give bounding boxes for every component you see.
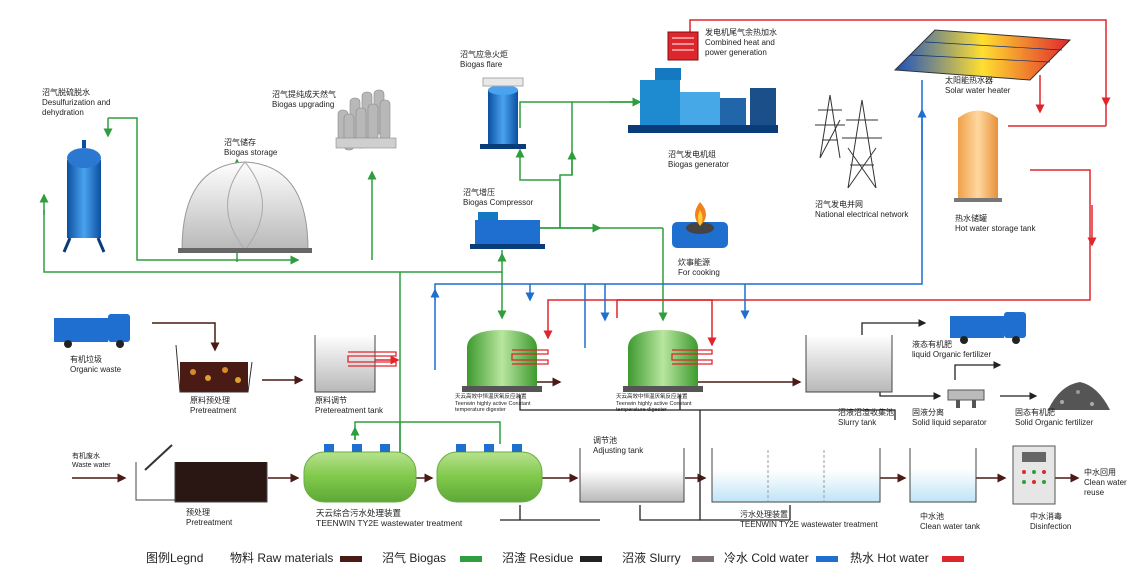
slurry-tank-icon <box>805 335 893 393</box>
chp-heat-exchanger-icon <box>667 31 699 61</box>
digester-2-icon <box>623 330 713 392</box>
legend-title: 图例Legnd <box>146 551 204 565</box>
legend-biogas-swatch <box>460 556 482 562</box>
legend-cold-label: 冷水 Cold water <box>724 551 809 565</box>
raw-lines <box>72 322 1080 483</box>
pretreatment-tank-2-icon <box>135 444 268 503</box>
legend-biogas-label: 沼气 Biogas <box>382 551 447 565</box>
hot-lines <box>340 19 1111 365</box>
legend-slurry-label: 沼液 Slurry <box>622 551 681 565</box>
liquid-fertilizer-truck-icon <box>950 312 1026 344</box>
legend-residue-swatch <box>580 556 602 562</box>
legend-residue-label: 沼渣 Residue <box>502 551 574 565</box>
biogas-storage-dome-icon <box>178 161 312 253</box>
legend-raw-swatch <box>340 556 362 562</box>
clean-water-tank-icon <box>909 448 977 503</box>
upgrading-cylinders-icon <box>335 89 397 151</box>
pretreatment-tank-1-icon <box>175 344 253 393</box>
biogas-generator-icon <box>628 68 778 133</box>
pretereatment-tank-icon <box>314 335 397 393</box>
biogas-flare-icon <box>480 77 526 149</box>
disinfection-cabinet-icon <box>1012 445 1056 505</box>
legend-raw-label: 物料 Raw materials <box>230 551 334 565</box>
cooking-stove-icon <box>672 202 728 248</box>
adjusting-tank-icon <box>579 448 685 503</box>
legend-hot-label: 热水 Hot water <box>850 551 929 565</box>
desulfurization-tank-icon <box>62 140 106 253</box>
power-pylons-icon <box>815 94 882 189</box>
solid-fertilizer-pile-icon <box>1048 382 1110 410</box>
residue-lines <box>500 319 1038 521</box>
biogas-compressor-icon <box>470 212 545 249</box>
legend-slurry-swatch <box>692 556 714 562</box>
digester-1-icon <box>462 330 549 392</box>
legend-cold-swatch <box>816 556 838 562</box>
hot-water-tank-icon <box>954 110 1002 202</box>
solid-liquid-separator-icon <box>947 389 985 408</box>
cold-lines <box>430 80 927 370</box>
ty2e-unit-2-icon <box>436 444 543 503</box>
wastewater-treatment-tank-icon <box>711 448 881 503</box>
ty2e-unit-1-icon <box>303 444 417 503</box>
solar-water-heater-icon <box>893 29 1072 81</box>
organic-waste-truck-icon <box>54 314 130 348</box>
legend-hot-swatch <box>942 556 964 562</box>
